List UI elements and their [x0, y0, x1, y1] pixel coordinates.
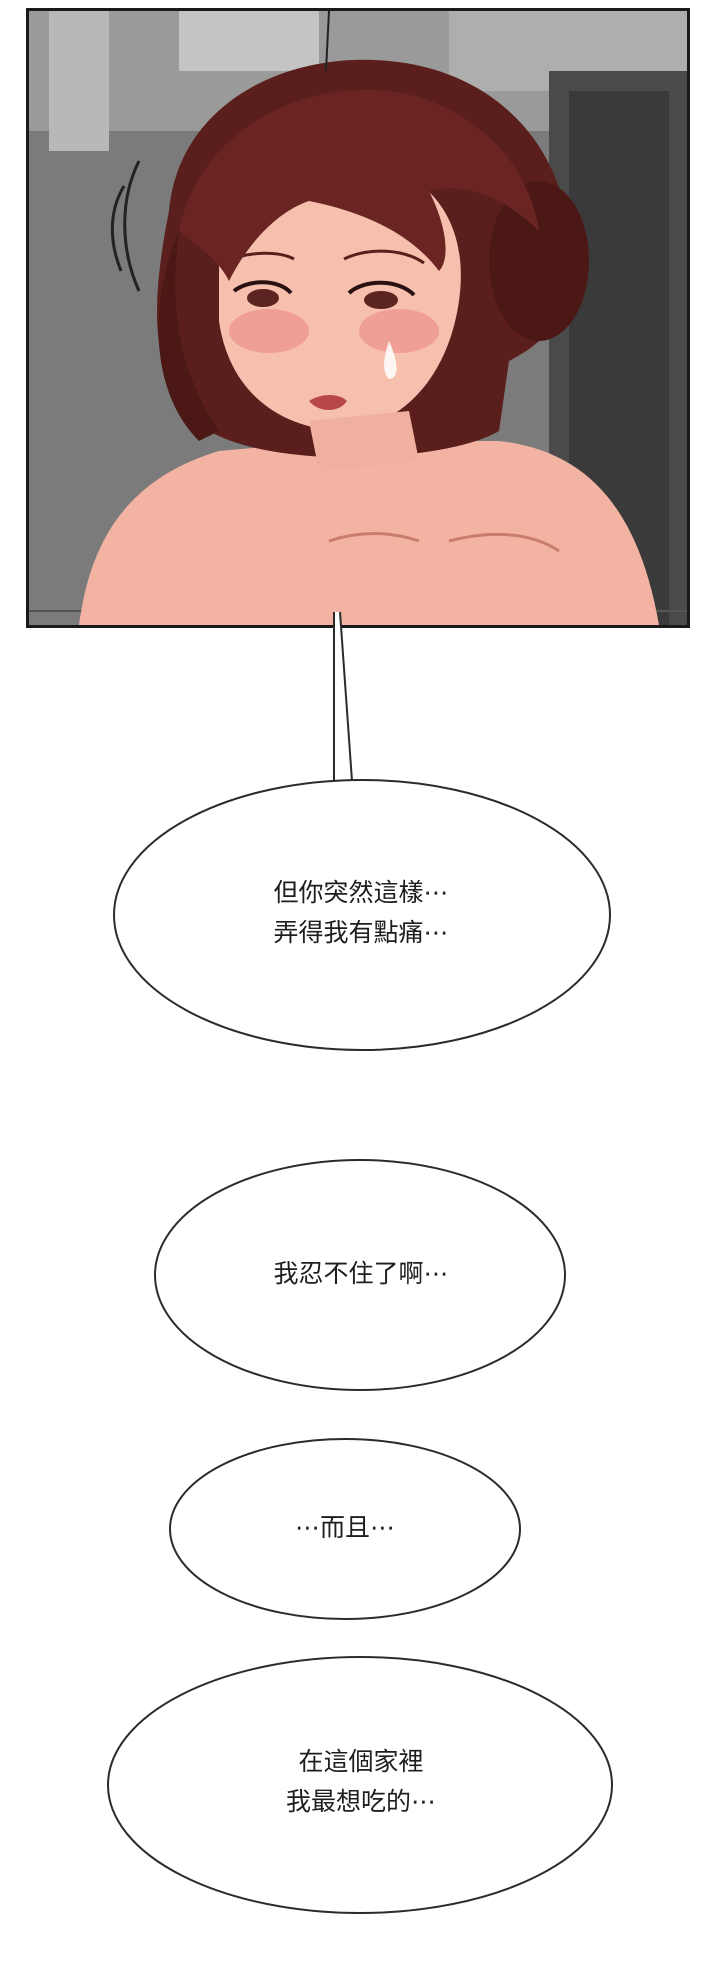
speech-bubble-3 [169, 1438, 521, 1620]
hair-bangs [179, 89, 539, 281]
speech-bubble-4 [107, 1656, 613, 1914]
bubble-line: 在這個家裡 [298, 1747, 424, 1776]
bubble-line: ⋯而且⋯ [294, 1513, 395, 1542]
window-pane [49, 11, 109, 151]
speech-bubble-tail [333, 611, 354, 782]
bubble-line: 弄得我有點痛⋯ [273, 918, 449, 947]
window-pane [179, 11, 319, 71]
comic-panel [26, 8, 690, 628]
panel-illustration [29, 11, 687, 625]
speech-bubble-1-text: 但你突然這樣⋯ 弄得我有點痛⋯ [236, 873, 486, 953]
bubble-line: 我最想吃的⋯ [285, 1787, 436, 1816]
bubble-line: 但你突然這樣⋯ [273, 878, 449, 907]
hair-bun [489, 181, 589, 341]
mouth [309, 395, 347, 410]
left-eye [247, 289, 279, 307]
speech-bubble-3-text: ⋯而且⋯ [245, 1508, 445, 1548]
speech-bubble-2 [154, 1159, 566, 1391]
speech-bubble-4-text: 在這個家裡 我最想吃的⋯ [236, 1742, 486, 1822]
speech-bubble-1 [113, 779, 611, 1051]
speech-bubble-2-text: 我忍不住了啊⋯ [236, 1254, 486, 1294]
bubble-line: 我忍不住了啊⋯ [273, 1259, 449, 1288]
right-eye [364, 291, 398, 309]
